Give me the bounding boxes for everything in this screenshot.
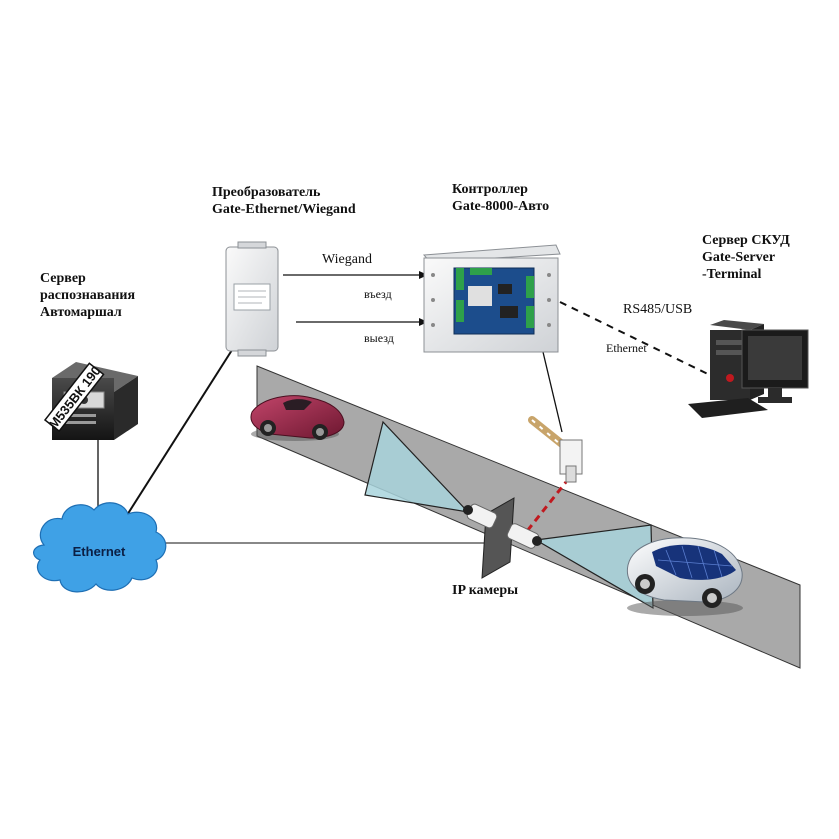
controller-label: Контроллер Gate-8000-Авто [452, 182, 550, 214]
controller-circuit-board [453, 267, 535, 335]
acs-server-computer [688, 320, 809, 418]
cloud-label: Ethernet [73, 544, 126, 559]
rs485-usb-label: RS485/USB [623, 302, 693, 317]
red-sports-car [250, 395, 345, 441]
link-controller-to-barrier [542, 351, 563, 433]
ip-cameras-mount [463, 497, 542, 579]
camera-left-icon [463, 503, 498, 529]
entry-label: въезд [364, 287, 392, 301]
ip-cameras-label: IP камеры [452, 583, 519, 598]
exit-label: выезд [364, 331, 394, 345]
wiegand-label: Wiegand [322, 252, 372, 267]
ethernet-link-label: Ethernet [606, 341, 647, 355]
silver-electric-car [626, 537, 743, 616]
link-rs485-dashed [559, 301, 717, 379]
barrier-gate [528, 416, 583, 483]
ethernet-cloud: Ethernet [33, 502, 167, 593]
converter-device [225, 241, 279, 357]
converter-label: Преобразователь Gate-Ethernet/Wiegand [212, 185, 356, 217]
link-cloud-to-converter [121, 349, 233, 524]
acs-server-label: Сервер СКУД Gate-Server -Terminal [702, 233, 790, 282]
recognition-server-label: Сервер распознавания Автомаршал [40, 271, 136, 320]
left-camera-view-cone [364, 420, 470, 513]
camera-right-icon [506, 523, 542, 549]
controller-device [422, 244, 561, 353]
